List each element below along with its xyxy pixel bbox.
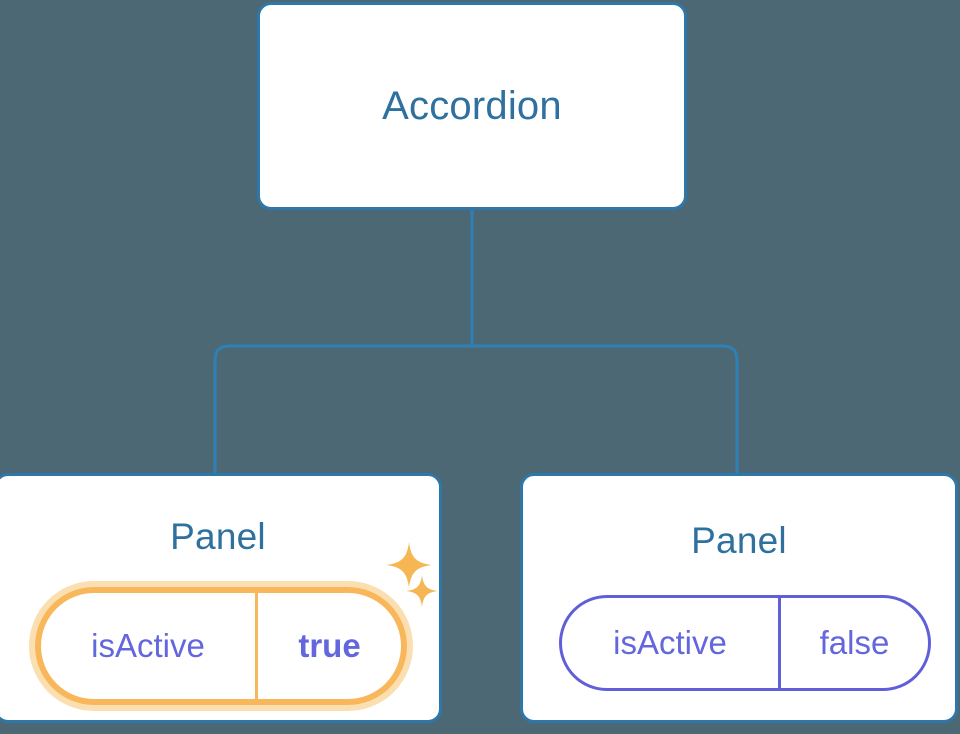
prop-pill-left-wrapper: isActive true <box>29 581 413 711</box>
node-panel-right-title: Panel <box>691 520 787 561</box>
node-panel-left-title: Panel <box>170 516 266 557</box>
prop-value-label: false <box>778 598 928 688</box>
node-accordion[interactable]: Accordion <box>257 2 687 210</box>
prop-pill-isactive-true[interactable]: isActive true <box>35 587 407 705</box>
node-panel-right[interactable]: Panel isActive false <box>520 473 958 723</box>
prop-key-label: isActive <box>613 624 727 661</box>
node-accordion-title: Accordion <box>382 83 562 128</box>
node-panel-left[interactable]: Panel isActive true <box>0 473 442 723</box>
prop-key-label: isActive <box>91 627 205 664</box>
prop-value-label: true <box>255 593 401 699</box>
prop-pill-highlight-glow <box>29 581 413 711</box>
prop-pill-isactive-false[interactable]: isActive false <box>559 595 931 691</box>
